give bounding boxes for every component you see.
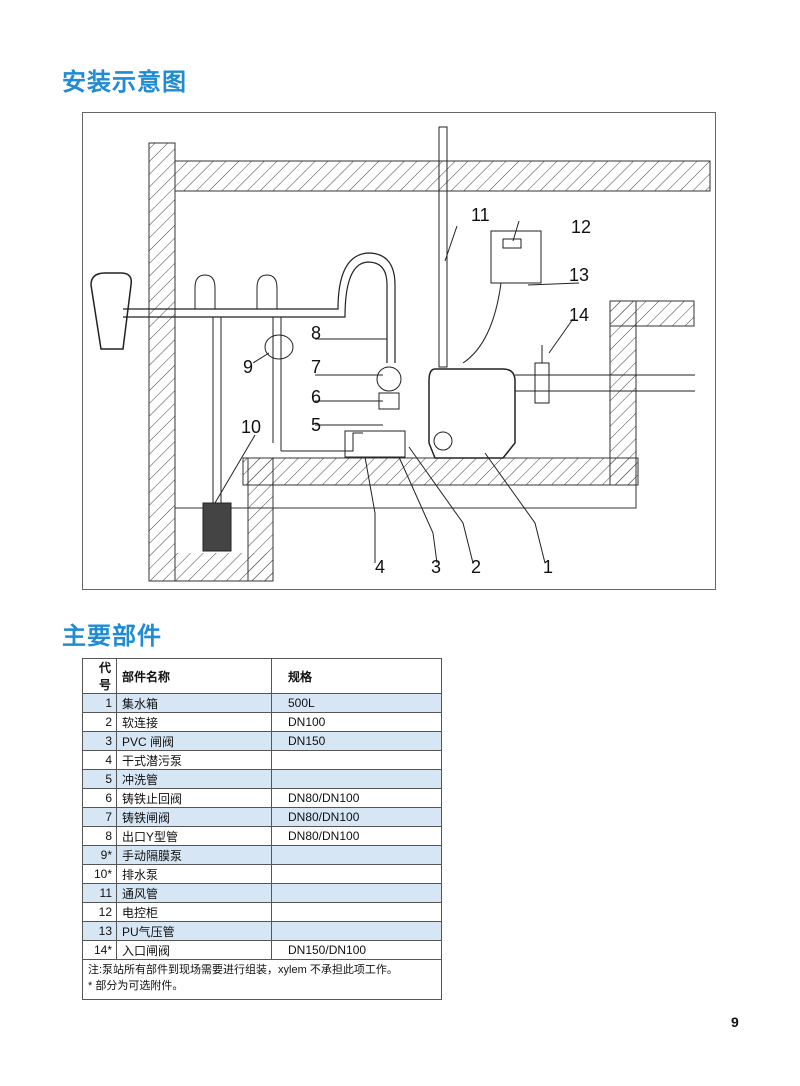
- callout-13: 13: [569, 265, 589, 285]
- table-cell-name: 入口闸阀: [116, 940, 272, 960]
- table-cell-spec: [271, 864, 442, 884]
- table-cell-spec: [271, 921, 442, 941]
- table-cell-name: 铸铁闸阀: [116, 807, 272, 827]
- right-wall: [609, 300, 637, 486]
- table-cell-code: 3: [82, 731, 117, 751]
- table-cell-name: 出口Y型管: [116, 826, 272, 846]
- callout-14: 14: [569, 305, 589, 325]
- table-cell-name: PU气压管: [116, 921, 272, 941]
- table-cell-code: 1: [82, 693, 117, 713]
- dry-submersible-pump: [344, 430, 406, 458]
- diaphragm-pump: [264, 334, 294, 360]
- table-cell-spec: DN150/DN100: [271, 940, 442, 960]
- callout-11: 11: [471, 205, 490, 225]
- table-row: 9*手动隔膜泵: [82, 845, 442, 865]
- table-cell-spec: DN80/DN100: [271, 788, 442, 808]
- callout-8: 8: [311, 323, 321, 343]
- table-cell-name: 铸铁止回阀: [116, 788, 272, 808]
- table-cell-spec: [271, 769, 442, 789]
- callout-3: 3: [431, 557, 441, 577]
- table-header-row: 代号 部件名称 规格: [82, 658, 442, 694]
- table-cell-spec: [271, 750, 442, 770]
- header-name: 部件名称: [116, 658, 272, 694]
- main-parts-title: 主要部件: [62, 622, 162, 650]
- check-valve: [376, 366, 402, 392]
- drainage-pump: [202, 502, 232, 552]
- table-cell-spec: DN100: [271, 712, 442, 732]
- table-cell-name: 集水箱: [116, 693, 272, 713]
- table-cell-code: 6: [82, 788, 117, 808]
- left-wall: [148, 142, 176, 582]
- table-cell-code: 8: [82, 826, 117, 846]
- floor-slab: [242, 457, 639, 486]
- table-note-row: 注:泵站所有部件到现场需要进行组装，xylem 不承担此项工作。 * 部分为可选…: [82, 959, 442, 1000]
- table-cell-code: 10*: [82, 864, 117, 884]
- table-cell-name: PVC 闸阀: [116, 731, 272, 751]
- table-cell-code: 2: [82, 712, 117, 732]
- installation-drawing: 1 2 3 4 5 6 7 8 9 10 11 12 13 14: [90, 126, 711, 582]
- installation-diagram-title: 安装示意图: [62, 68, 187, 96]
- table-cell-code: 9*: [82, 845, 117, 865]
- table-cell-name: 软连接: [116, 712, 272, 732]
- callout-9: 9: [243, 357, 253, 377]
- table-row: 10*排水泵: [82, 864, 442, 884]
- callout-2: 2: [471, 557, 481, 577]
- table-cell-name: 排水泵: [116, 864, 272, 884]
- table-cell-code: 7: [82, 807, 117, 827]
- table-cell-spec: DN80/DN100: [271, 807, 442, 827]
- callout-1: 1: [543, 557, 553, 577]
- inlet-valve: [534, 362, 550, 404]
- note-line-2: * 部分为可选附件。: [88, 980, 184, 992]
- table-cell-name: 手动隔膜泵: [116, 845, 272, 865]
- table-cell-spec: DN150: [271, 731, 442, 751]
- callout-6: 6: [311, 387, 321, 407]
- header-code: 代号: [82, 658, 117, 694]
- table-cell-name: 干式潜污泵: [116, 750, 272, 770]
- table-cell-code: 4: [82, 750, 117, 770]
- callout-4: 4: [375, 557, 385, 577]
- callout-5: 5: [311, 415, 321, 435]
- collection-tank: [428, 368, 516, 459]
- ceiling-slab: [174, 160, 711, 192]
- installation-diagram: 1 2 3 4 5 6 7 8 9 10 11 12 13 14: [82, 112, 716, 590]
- table-cell-spec: DN80/DN100: [271, 826, 442, 846]
- note-line-1: 注:泵站所有部件到现场需要进行组装，xylem 不承担此项工作。: [88, 964, 398, 976]
- table-cell-name: 通风管: [116, 883, 272, 903]
- table-cell-spec: 500L: [271, 693, 442, 713]
- table-cell-code: 12: [82, 902, 117, 922]
- table-cell-spec: [271, 845, 442, 865]
- header-spec: 规格: [271, 658, 442, 694]
- page-number: 9: [731, 1014, 739, 1030]
- table-cell-spec: [271, 902, 442, 922]
- table-cell-code: 13: [82, 921, 117, 941]
- table-cell-name: 电控柜: [116, 902, 272, 922]
- callout-7: 7: [311, 357, 321, 377]
- table-cell-code: 5: [82, 769, 117, 789]
- callout-12: 12: [571, 217, 591, 237]
- table-cell-code: 14*: [82, 940, 117, 960]
- table-cell-spec: [271, 883, 442, 903]
- table-cell-code: 11: [82, 883, 117, 903]
- table-cell-name: 冲洗管: [116, 769, 272, 789]
- callout-10: 10: [241, 417, 261, 437]
